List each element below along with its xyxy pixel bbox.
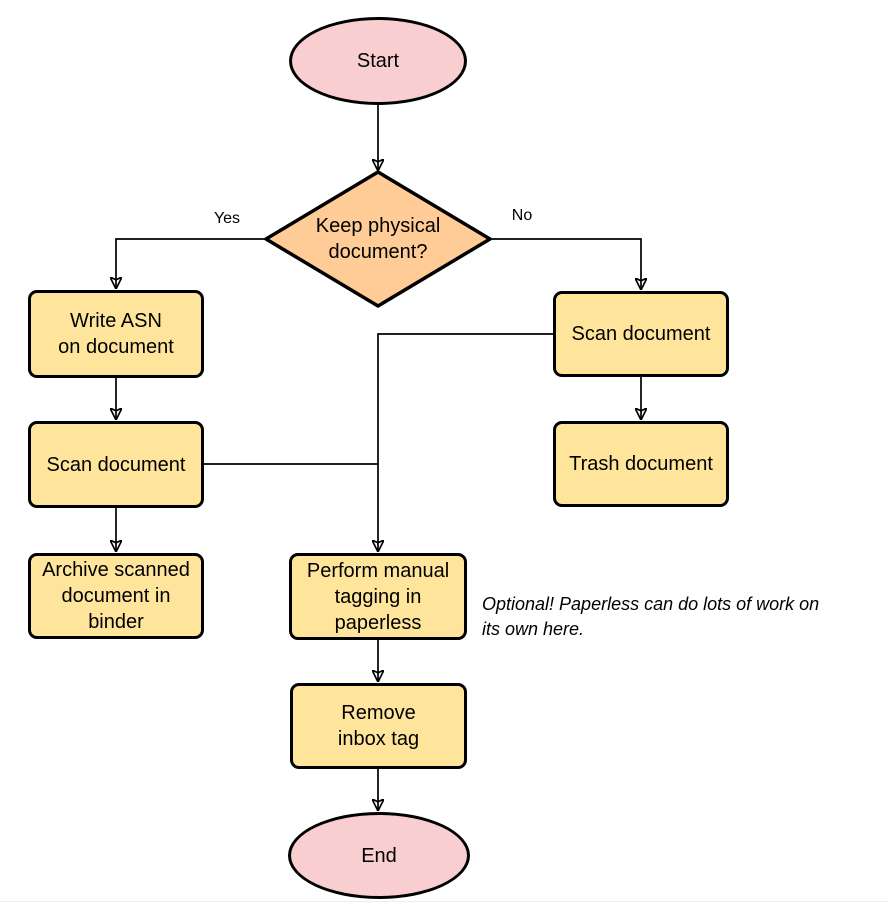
node-archive-binder: Archive scanned document in binder: [28, 553, 204, 639]
node-scan-document-left: Scan document: [28, 421, 204, 508]
node-trash-document: Trash document: [553, 421, 729, 507]
node-scan-document-right: Scan document: [553, 291, 729, 377]
edge-scan-right-to-perform: [378, 333, 553, 552]
bottom-edge-divider: [0, 901, 888, 902]
decision-diamond-shape: [264, 170, 492, 308]
node-end: End: [288, 812, 470, 899]
edge-label-yes: Yes: [203, 210, 251, 228]
node-manual-tagging: Perform manual tagging in paperless: [289, 553, 467, 640]
edge-decision-to-write-asn: [116, 238, 266, 289]
node-start: Start: [289, 17, 467, 105]
node-decision-label: Keep physical document?: [315, 215, 441, 263]
edge-label-no: No: [498, 207, 546, 225]
node-remove-inbox-tag: Remove inbox tag: [290, 683, 467, 769]
annotation-optional-note: Optional! Paperless can do lots of work …: [482, 594, 820, 639]
edge-decision-to-scan-right: [490, 238, 641, 290]
node-write-asn: Write ASN on document: [28, 290, 204, 378]
